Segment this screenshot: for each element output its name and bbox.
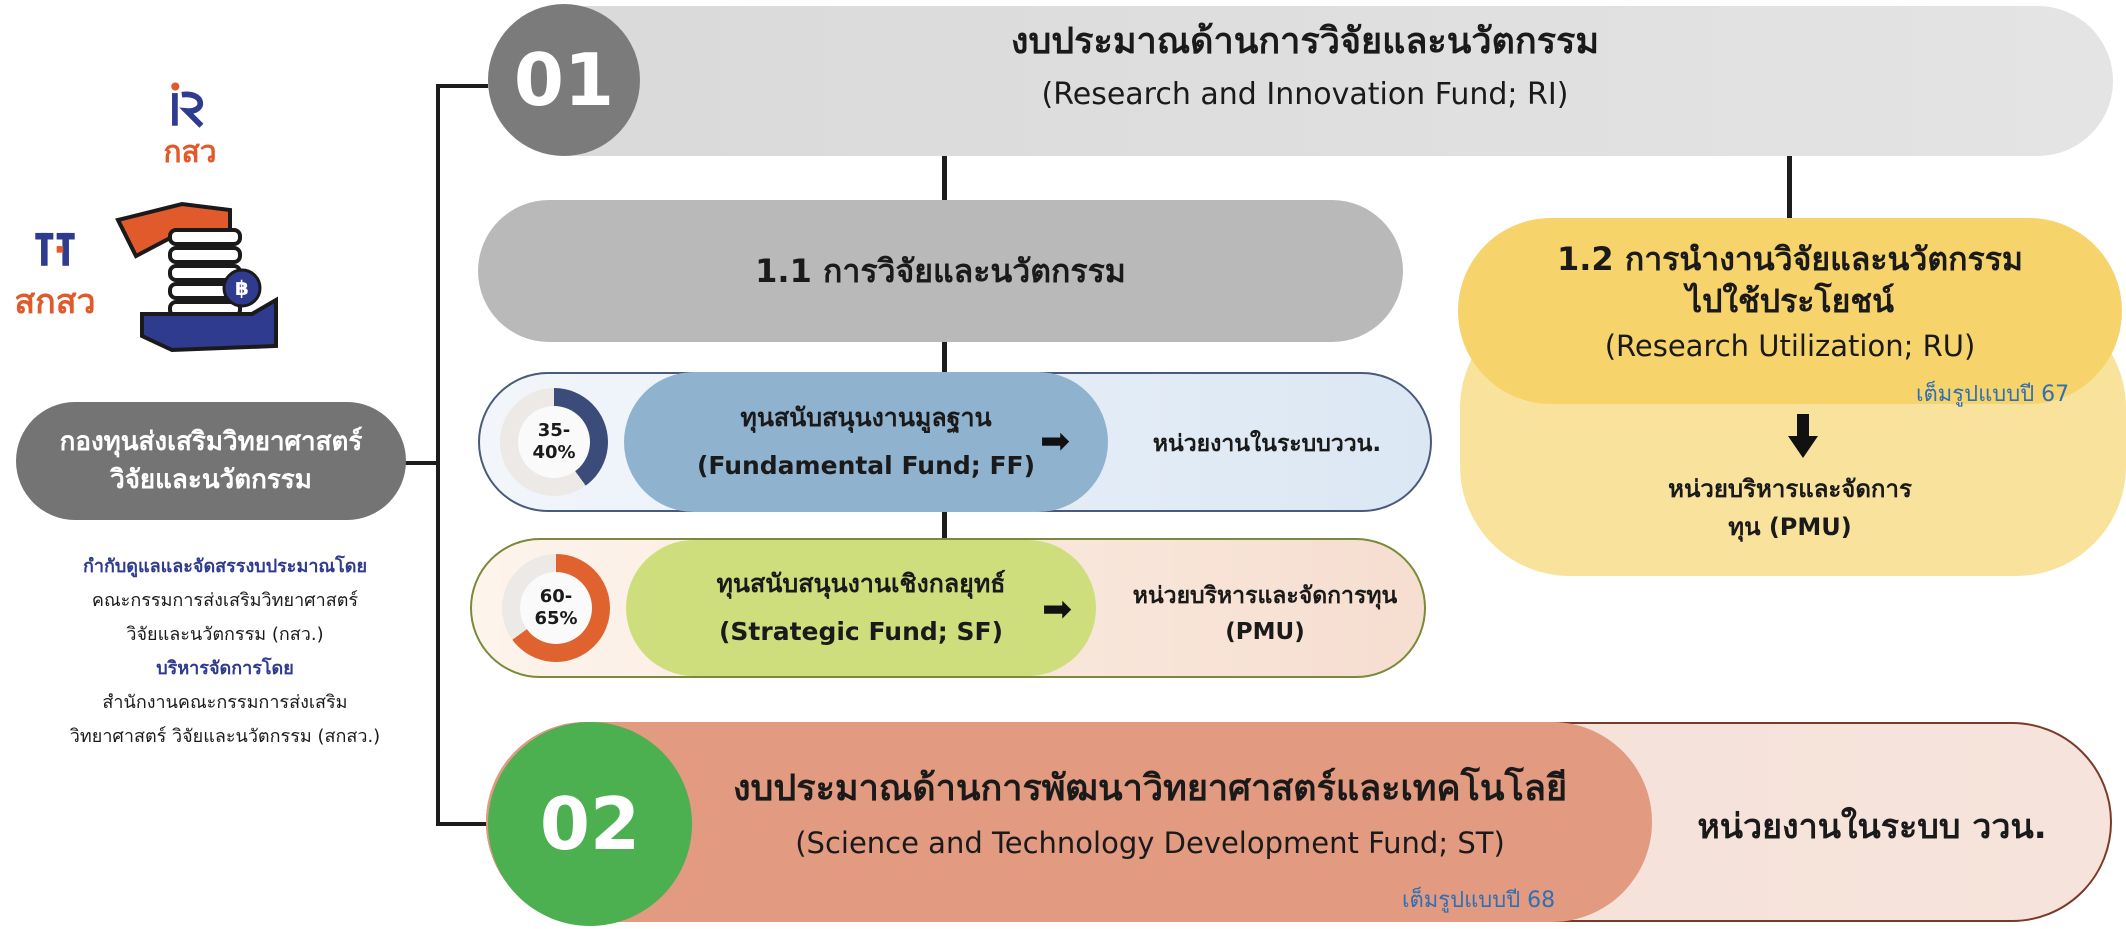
arrow-down-icon [1788, 414, 1818, 458]
connector-01-to-11 [942, 156, 947, 200]
ff-percent-line2: 40% [532, 442, 576, 463]
governance-line: วิทยาศาสตร์ วิจัยและนวัตกรรม (สกสว.) [69, 726, 381, 747]
sf-destination-line1: หน่วยบริหารและจัดการทุน [1132, 583, 1398, 609]
box01-title-th: งบประมาณด้านการวิจัยและนวัตกรรม [1010, 21, 1600, 62]
ff-title-pill: ทุนสนับสนุนงานมูลฐาน (Fundamental Fund; … [624, 372, 1108, 512]
research-innovation-fund-box [488, 6, 2113, 156]
box12-pmu-line1: หน่วยบริหารและจัดการ [1668, 475, 1912, 503]
box02-destination: หน่วยงานในระบบ ววน. [1652, 790, 2092, 862]
box12-note: เต็มรูปแบบปี 67 [1916, 382, 2070, 407]
sf-title-th: ทุนสนับสนุนงานเชิงกลยุทธ์ [716, 569, 1006, 598]
number-02: 02 [539, 782, 641, 866]
sf-percent-line1: 60- [539, 586, 573, 607]
research-utilization-box [1458, 218, 2122, 404]
logo-tsri: สกสว [10, 228, 100, 328]
box12-title-line1: 1.2 การนำงานวิจัยและนวัตกรรม [1556, 240, 2024, 278]
ff-title-en: (Fundamental Fund; FF) [696, 451, 1036, 480]
rsvt-label: กสว [163, 135, 217, 170]
governance-line: วิจัยและนวัตกรรม (กสว.) [126, 624, 324, 645]
box02-note: เต็มรูปแบบปี 68 [1402, 888, 1556, 913]
ff-percent-line1: 35- [537, 420, 571, 441]
box01-title: งบประมาณด้านการวิจัยและนวัตกรรม (Researc… [640, 14, 1970, 120]
box12-title-en: (Research Utilization; RU) [1604, 329, 1976, 363]
box12-pmu-line2: ทุน (PMU) [1728, 513, 1852, 541]
sf-percent-line2: 65% [534, 608, 578, 629]
number-01-badge: 01 [488, 4, 640, 156]
ff-percent-ring: 35- 40% [500, 388, 608, 496]
tsri-mark-icon [35, 232, 75, 266]
ff-arrow-right-icon: ➡ [1040, 421, 1071, 462]
sf-percent-ring: 60- 65% [502, 554, 610, 662]
box02-title-th: งบประมาณด้านการพัฒนาวิทยาศาสตร์และเทคโนโ… [732, 768, 1568, 809]
sf-title-en: (Strategic Fund; SF) [718, 617, 1003, 646]
money-hand-icon: ฿ [112, 196, 282, 356]
box02-title: งบประมาณด้านการพัฒนาวิทยาศาสตร์และเทคโนโ… [700, 760, 1600, 868]
box12-title: 1.2 การนำงานวิจัยและนวัตกรรม ไปใช้ประโยช… [1470, 238, 2110, 370]
connector-left-vertical [436, 84, 440, 826]
governance-block: กำกับดูแลและจัดสรรงบประมาณโดยคณะกรรมการส… [20, 550, 430, 754]
box01-title-en: (Research and Innovation Fund; RI) [1041, 77, 1569, 112]
connector-to-02 [436, 822, 488, 826]
governance-heading: กำกับดูแลและจัดสรรงบประมาณโดย [82, 556, 368, 577]
research-innovation-11-box: 1.1 การวิจัยและนวัตกรรม [478, 200, 1403, 342]
sf-ring-hole [520, 572, 592, 644]
fund-title-pill: กองทุนส่งเสริมวิทยาศาสตร์ วิจัยและนวัตกร… [16, 402, 406, 520]
ff-destination-text: หน่วยงานในระบบววน. [1152, 431, 1382, 457]
fund-title-line1: กองทุนส่งเสริมวิทยาศาสตร์ [59, 427, 363, 457]
governance-heading: บริหารจัดการโดย [156, 658, 294, 679]
sf-title-pill: ทุนสนับสนุนงานเชิงกลยุทธ์ (Strategic Fun… [626, 540, 1096, 676]
connector-11-to-ff [942, 342, 947, 374]
box12-title-line2: ไปใช้ประโยชน์ [1686, 282, 1894, 320]
tsri-label: สกสว [14, 282, 96, 322]
sf-percent-text: 60- 65% [502, 554, 610, 662]
sf-destination: หน่วยบริหารและจัดการทุน (PMU) [1104, 574, 1426, 654]
connector-from-fund [404, 461, 438, 465]
svg-text:฿: ฿ [235, 276, 249, 300]
ff-percent-text: 35- 40% [500, 388, 608, 496]
governance-line: คณะกรรมการส่งเสริมวิทยาศาสตร์ [91, 590, 359, 611]
number-01: 01 [513, 38, 615, 122]
fund-title-line2: วิจัยและนวัตกรรม [110, 465, 312, 495]
connector-ff-to-sf [942, 512, 947, 540]
sf-destination-line2: (PMU) [1225, 619, 1305, 645]
ff-title-th: ทุนสนับสนุนงานมูลฐาน [740, 403, 992, 432]
box02-destination-text: หน่วยงานในระบบ ววน. [1697, 807, 2047, 847]
ff-ring-hole [518, 406, 590, 478]
ff-destination: หน่วยงานในระบบววน. [1114, 420, 1420, 468]
governance-line: สำนักงานคณะกรรมการส่งเสริม [102, 692, 348, 713]
logo-rsvt: กสว [150, 80, 230, 176]
number-02-badge: 02 [488, 722, 692, 926]
sf-arrow-right-icon: ➡ [1042, 589, 1073, 630]
box12-pmu: หน่วยบริหารและจัดการ ทุน (PMU) [1610, 470, 1970, 546]
connector-01-to-12 [1787, 156, 1792, 218]
rsvt-mark-icon [171, 82, 204, 128]
box02-title-en: (Science and Technology Development Fund… [795, 826, 1505, 860]
box11-label: 1.1 การวิจัยและนวัตกรรม [755, 251, 1126, 290]
connector-to-01 [436, 84, 488, 88]
